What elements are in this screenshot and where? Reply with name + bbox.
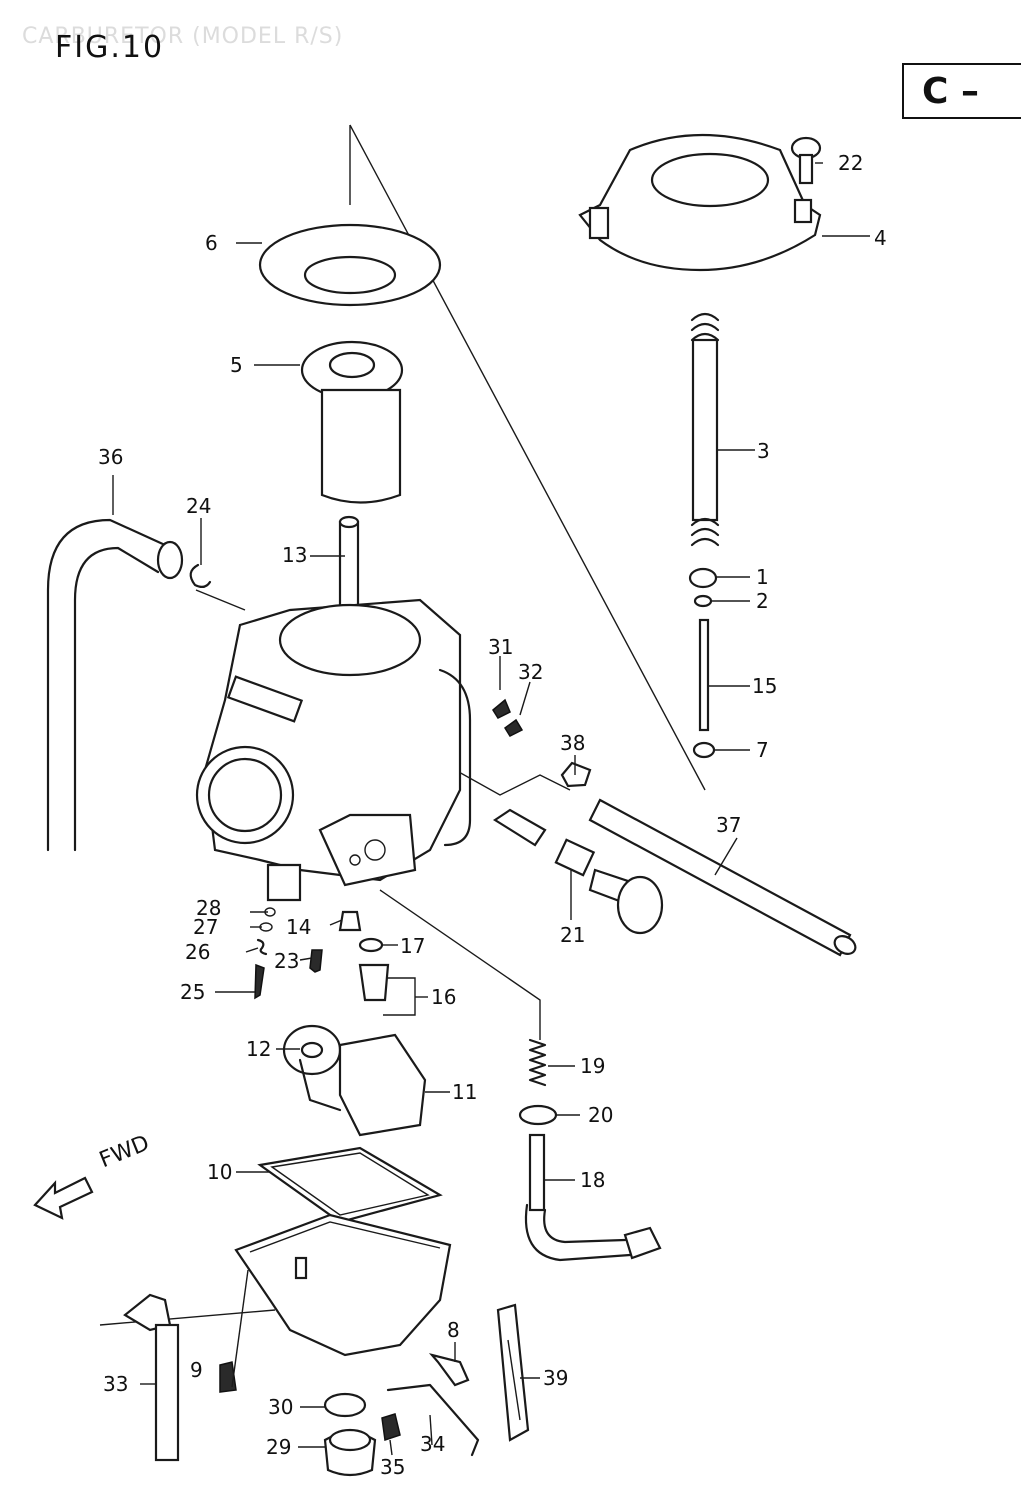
retainer-part — [688, 567, 718, 589]
screw-35-part — [381, 1413, 401, 1441]
pilot-jet-part — [309, 949, 323, 973]
callout-17: 17 — [400, 934, 426, 958]
hose-clamp-part — [189, 563, 212, 589]
piston-valve-part — [300, 340, 404, 504]
callout-29: 29 — [266, 1435, 292, 1459]
callout-34: 34 — [420, 1432, 446, 1456]
vent-hose-end — [156, 540, 184, 580]
callout-11: 11 — [452, 1080, 478, 1104]
callout-13: 13 — [282, 543, 308, 567]
callout-23: 23 — [274, 949, 300, 973]
callout-39: 39 — [543, 1366, 569, 1390]
gasket-inner-edge — [270, 1152, 430, 1216]
accelerator-spring-part — [528, 1038, 547, 1087]
callout-21: 21 — [560, 923, 586, 947]
spring-26-part — [256, 938, 268, 956]
section-code-box: C – — [902, 63, 1021, 119]
screw-8-part — [428, 1353, 470, 1387]
callout-25: 25 — [180, 980, 206, 1004]
o-ring-part — [358, 937, 384, 953]
clamp-plate-part — [496, 1303, 530, 1442]
callout-22: 22 — [838, 151, 864, 175]
callout-19: 19 — [580, 1054, 606, 1078]
callout-36: 36 — [98, 445, 124, 469]
callout-9: 9 — [190, 1358, 203, 1382]
needle-jet-holder-part — [358, 963, 390, 1002]
jet-needle-part — [698, 618, 710, 732]
callout-7: 7 — [756, 738, 769, 762]
diaphragm-part — [258, 223, 442, 307]
callout-14: 14 — [286, 915, 312, 939]
main-jet-part — [338, 910, 362, 932]
screw-25-part — [254, 963, 265, 1000]
callout-8: 8 — [447, 1318, 460, 1342]
pilot-spring-part — [503, 718, 524, 737]
accelerator-rod-part — [524, 1133, 662, 1262]
starter-plunger-part — [492, 808, 664, 935]
float-chamber-gasket-part — [257, 1146, 443, 1224]
pilot-screw-part — [492, 698, 511, 719]
callout-4: 4 — [874, 226, 887, 250]
section-code: C – — [922, 71, 979, 112]
plug-o-ring-part — [323, 1392, 367, 1418]
forward-arrow — [33, 1176, 94, 1220]
vent-hose-inner-edge — [73, 546, 160, 852]
faded-page-title: CARBURETOR (MODEL R/S) — [22, 24, 344, 49]
figure-title: FIG.10 — [55, 30, 165, 65]
callout-18: 18 — [580, 1168, 606, 1192]
vent-hose-outer-edge — [46, 518, 167, 852]
callout-2: 2 — [756, 589, 769, 613]
clip-part — [693, 594, 713, 608]
bracket-34-part — [386, 1383, 480, 1457]
callout-20: 20 — [588, 1103, 614, 1127]
callout-3: 3 — [757, 439, 770, 463]
breather-tube-part — [588, 798, 857, 957]
callout-28: 28 — [196, 896, 222, 920]
drain-tube-part — [123, 1293, 180, 1462]
drain-plug-part — [323, 1428, 377, 1477]
callout-30: 30 — [268, 1395, 294, 1419]
hose-clip-part — [560, 761, 592, 788]
carburetor-body — [195, 598, 472, 902]
cap-screw-part — [790, 136, 822, 185]
callout-15: 15 — [752, 674, 778, 698]
callout-37: 37 — [716, 813, 742, 837]
top-cap-part — [578, 133, 822, 272]
piston-spring-part — [690, 312, 720, 547]
callout-5: 5 — [230, 353, 243, 377]
callout-35: 35 — [380, 1455, 406, 1479]
callout-27: 27 — [193, 915, 219, 939]
callout-32: 32 — [518, 660, 544, 684]
callout-6: 6 — [205, 231, 218, 255]
needle-washer-part — [692, 741, 716, 759]
accelerator-washer-part — [518, 1104, 558, 1126]
float-part — [282, 1024, 427, 1137]
callout-24: 24 — [186, 494, 212, 518]
callout-12: 12 — [246, 1037, 272, 1061]
callout-33: 33 — [103, 1372, 129, 1396]
callout-31: 31 — [488, 635, 514, 659]
callout-leader-lines — [112, 162, 870, 1456]
callout-26: 26 — [185, 940, 211, 964]
callout-10: 10 — [207, 1160, 233, 1184]
float-chamber-part — [234, 1213, 452, 1357]
callout-16: 16 — [431, 985, 457, 1009]
callout-1: 1 — [756, 565, 769, 589]
throttle-rod-part — [338, 515, 360, 619]
callout-38: 38 — [560, 731, 586, 755]
